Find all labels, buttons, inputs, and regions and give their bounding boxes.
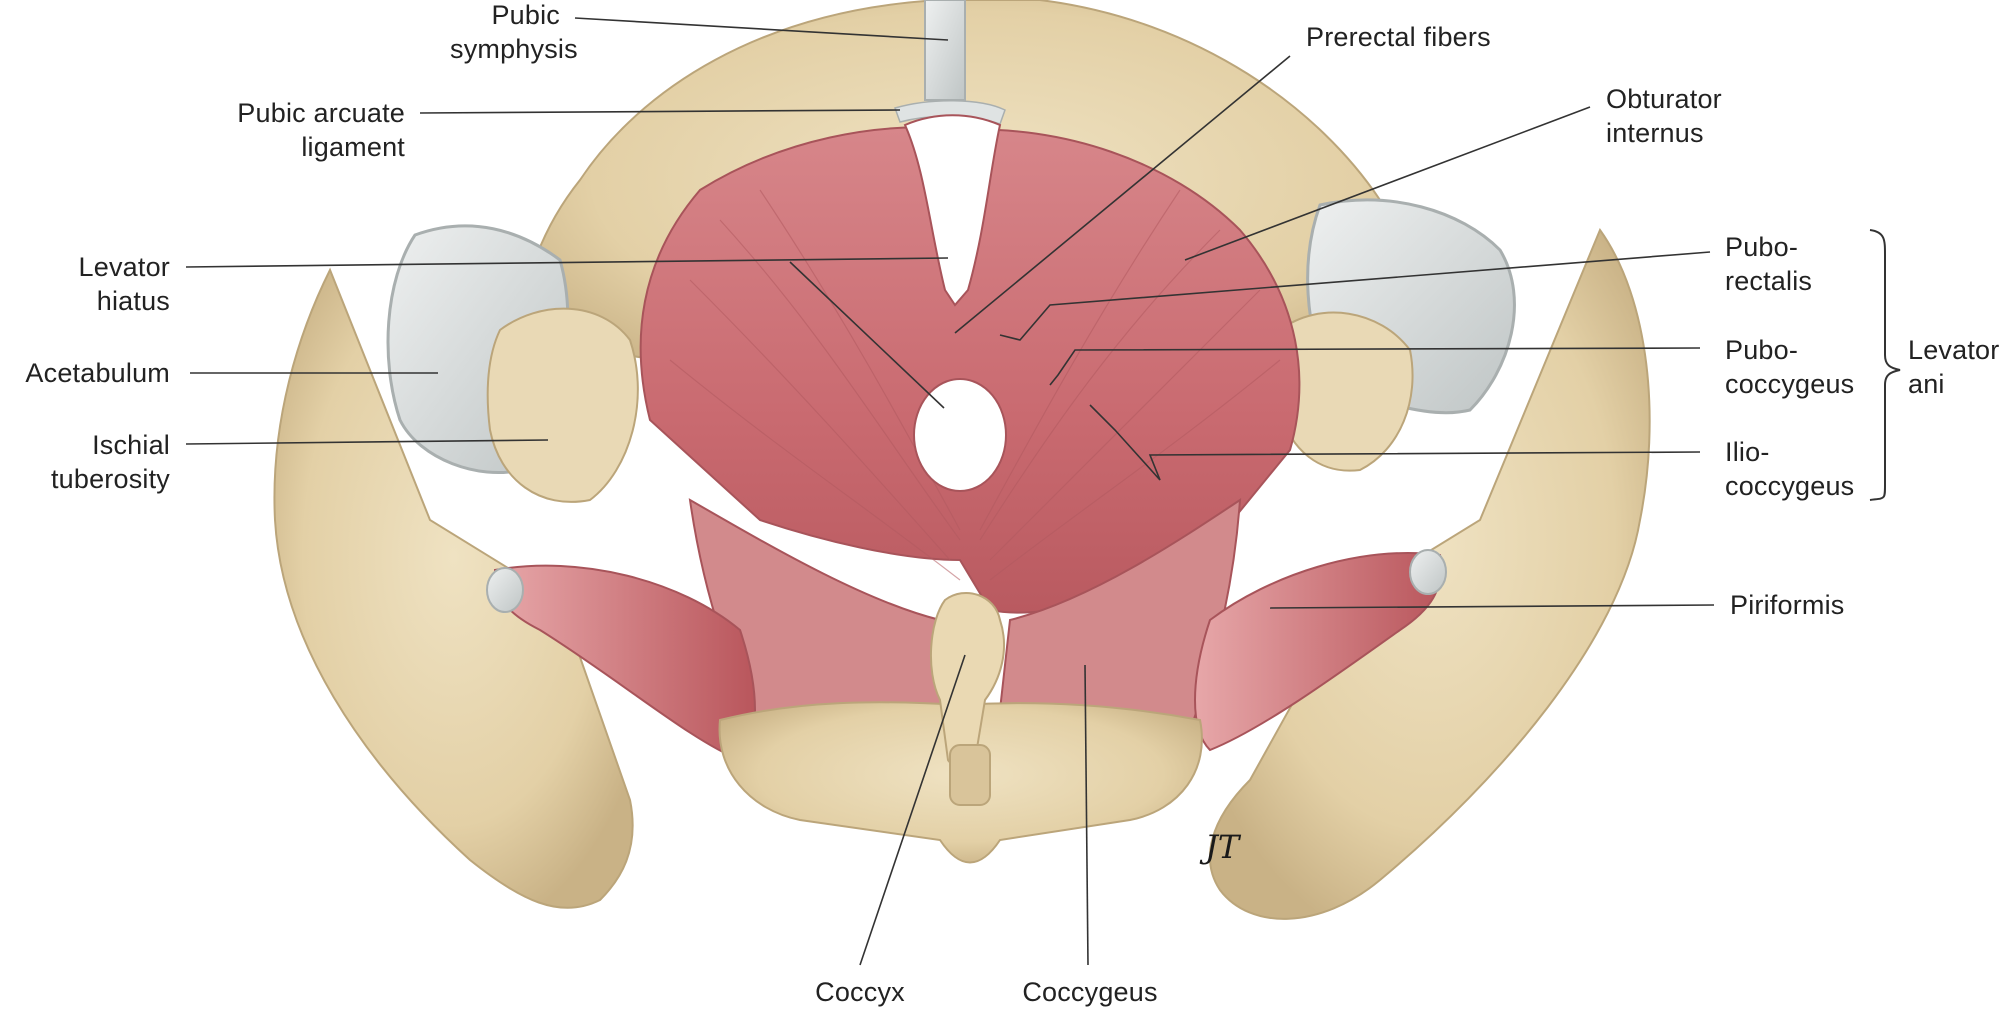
label-pubococcygeus: Pubo- coccygeus [1725,335,1855,399]
sacral-canal [949,744,991,806]
label-iliococcygeus: Ilio- coccygeus [1725,437,1855,501]
label-acetabulum: Acetabulum [25,358,170,388]
label-obturator-internus: Obturator internus [1606,84,1722,148]
right-piriformis-tendon [1409,549,1447,595]
left-piriformis-tendon [486,567,524,613]
levator-hiatus-opening [903,114,1002,307]
label-coccyx: Coccyx [815,977,905,1007]
right-ischial-tuberosity [1279,311,1414,472]
left-ilium [273,267,634,909]
levator-ani-brace [1869,229,1901,501]
label-piriformis: Piriformis [1730,590,1845,620]
right-coccygeus [998,498,1242,732]
label-coccygeus: Coccygeus [1022,977,1158,1007]
rectal-opening [913,378,1007,492]
label-puborectalis: Pubo- rectalis [1725,232,1813,296]
right-piriformis [1194,552,1442,752]
left-ischial-tuberosity [486,307,639,503]
coccyx-bone [930,591,1006,769]
label-levator-ani: Levator ani [1908,335,2000,399]
label-pubic-arcuate-ligament: Pubic arcuate ligament [237,98,405,162]
label-pubic-symphysis: Pubic symphysis [450,0,578,64]
pubic-symphysis-cartilage [924,0,966,101]
muscle-fibers [669,189,1281,581]
label-levator-hiatus: Levator hiatus [78,252,170,316]
label-ischial-tuberosity: Ischial tuberosity [50,430,170,494]
leader-lines [185,17,1715,966]
artist-signature: JT [1199,828,1242,866]
label-prerectal-fibers: Prerectal fibers [1306,22,1491,52]
